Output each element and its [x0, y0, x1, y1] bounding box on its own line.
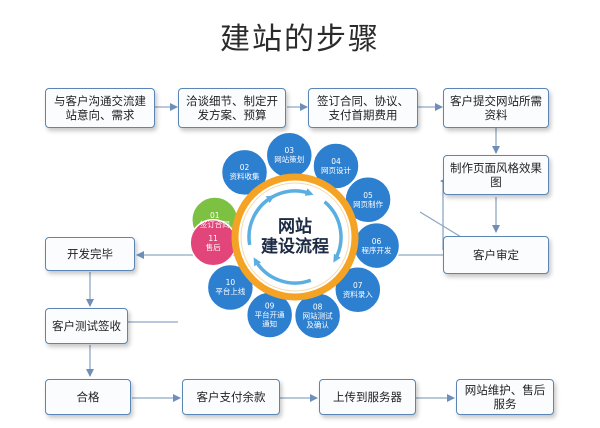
- step-qualified: 合格: [45, 379, 131, 415]
- cycle-petal-07: [334, 265, 382, 314]
- cycle-petal-text: 资料收集: [229, 172, 260, 182]
- cycle-petal-text: 平台上线: [215, 287, 246, 297]
- step-dev-complete: 开发完毕: [45, 237, 135, 271]
- cycle-petal-text: 签订合同: [199, 219, 230, 229]
- cycle-petal-02: [220, 148, 269, 197]
- cycle-petal-number: 02: [239, 163, 250, 173]
- cycle-petal-number: 08: [312, 302, 323, 312]
- cycle-inner-disc: [240, 182, 350, 292]
- cycle-arrow-4: [247, 195, 275, 246]
- page-title: 建站的步骤: [220, 22, 380, 57]
- cycle-petal-10: [206, 263, 255, 312]
- cycle-petal-number: 04: [331, 156, 341, 166]
- cycle-petal-number: 11: [208, 233, 218, 243]
- step-customer-review: 客户审定: [443, 236, 549, 274]
- step-communicate: 与客户沟通交流建站意向、需求: [45, 88, 155, 128]
- cycle-petal-number: 07: [353, 280, 363, 290]
- step-customer-test: 客户测试签收: [45, 308, 128, 344]
- step-upload-server: 上传到服务器: [319, 379, 416, 415]
- cycle-petal-text: 平台开通通知: [254, 310, 285, 329]
- cycle-arrow-3: [253, 257, 312, 285]
- step-negotiate: 洽谈细节、制定开发方案、预算: [178, 88, 286, 128]
- cycle-petal-number: 03: [284, 146, 295, 156]
- cycle-arrow-2: [323, 200, 343, 263]
- cycle-petal-text: 网站测试及确认: [302, 311, 333, 330]
- step-maintenance: 网站维护、售后服务: [456, 379, 554, 415]
- cycle-petal-text: 网页制作: [353, 199, 384, 209]
- cycle-petal-number: 01: [210, 210, 220, 220]
- cycle-petal-number: 10: [225, 278, 236, 288]
- cycle-petal-text: 资料录入: [342, 289, 373, 299]
- cycle-petal-text: 售后: [205, 242, 221, 252]
- arrow-s6-diagonal: [419, 211, 467, 241]
- step-contract: 签订合同、协议、支付首期费用: [308, 88, 418, 128]
- cycle-petal-number: 05: [363, 190, 373, 200]
- cycle-center-line2: 建设流程: [261, 237, 329, 257]
- cycle-petal-number: 06: [371, 236, 382, 246]
- step-design-mockup: 制作页面风格效果图: [443, 155, 549, 195]
- step-final-payment: 客户支付余款: [182, 379, 280, 415]
- step-submit-materials: 客户提交网站所需资料: [443, 88, 549, 128]
- cycle-center-title: 网站 建设流程: [261, 217, 329, 257]
- cycle-petal-text: 程序开发: [361, 245, 392, 255]
- cycle-petal-number: 09: [264, 301, 275, 311]
- cycle-center-line1: 网站: [278, 217, 312, 237]
- cycle-petal-text: 网页设计: [321, 165, 351, 175]
- cycle-petal-text: 网站策划: [274, 155, 305, 165]
